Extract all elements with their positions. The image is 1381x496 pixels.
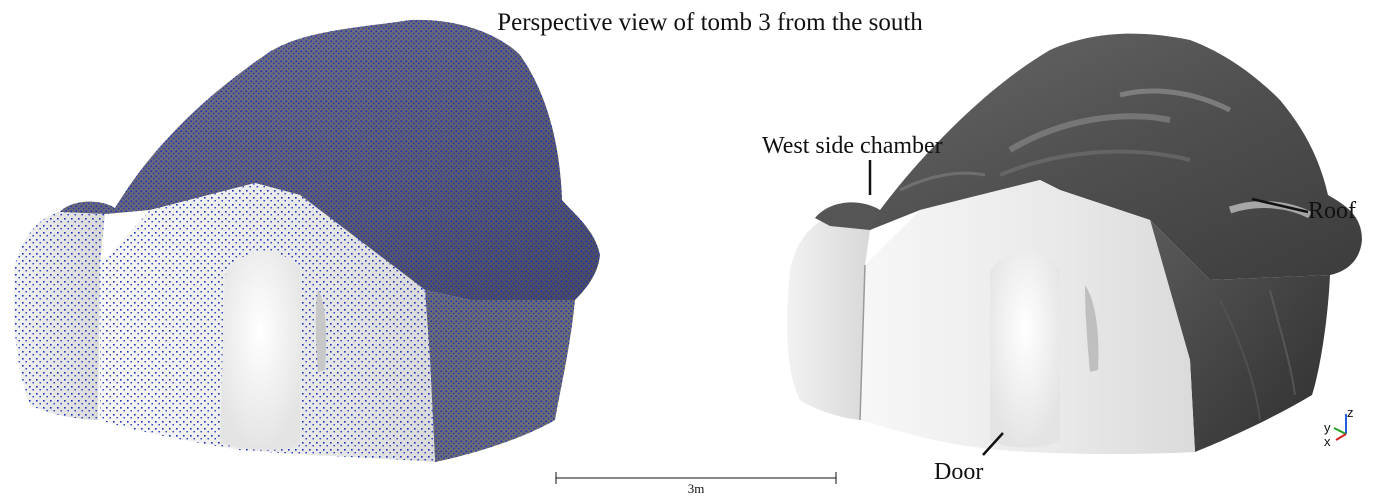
leader-roof [1251,197,1309,214]
axis-y-label: y [1324,420,1331,435]
mesh-door [990,251,1060,448]
axis-triad [1333,414,1347,441]
axis-z-label: z [1347,405,1354,420]
scale-bar-label: 3m [688,481,705,496]
mesh-roof [815,33,1362,281]
axis-x-line [1335,433,1347,441]
axis-x-label: x [1324,434,1331,449]
leader-door [982,432,1004,456]
mesh-west-chamber [787,218,870,420]
label-west-side-chamber: West side chamber [762,133,943,159]
scale-bar [555,472,837,484]
figure-title: Perspective view of tomb 3 from the sout… [497,9,923,36]
shaded-mesh-model [787,33,1362,455]
label-roof: Roof [1308,198,1356,224]
label-door: Door [934,459,983,485]
mesh-east-wall [1150,220,1330,452]
axis-y-line [1333,427,1347,435]
point-cloud-model [13,19,600,462]
point-cloud-door [220,251,300,450]
